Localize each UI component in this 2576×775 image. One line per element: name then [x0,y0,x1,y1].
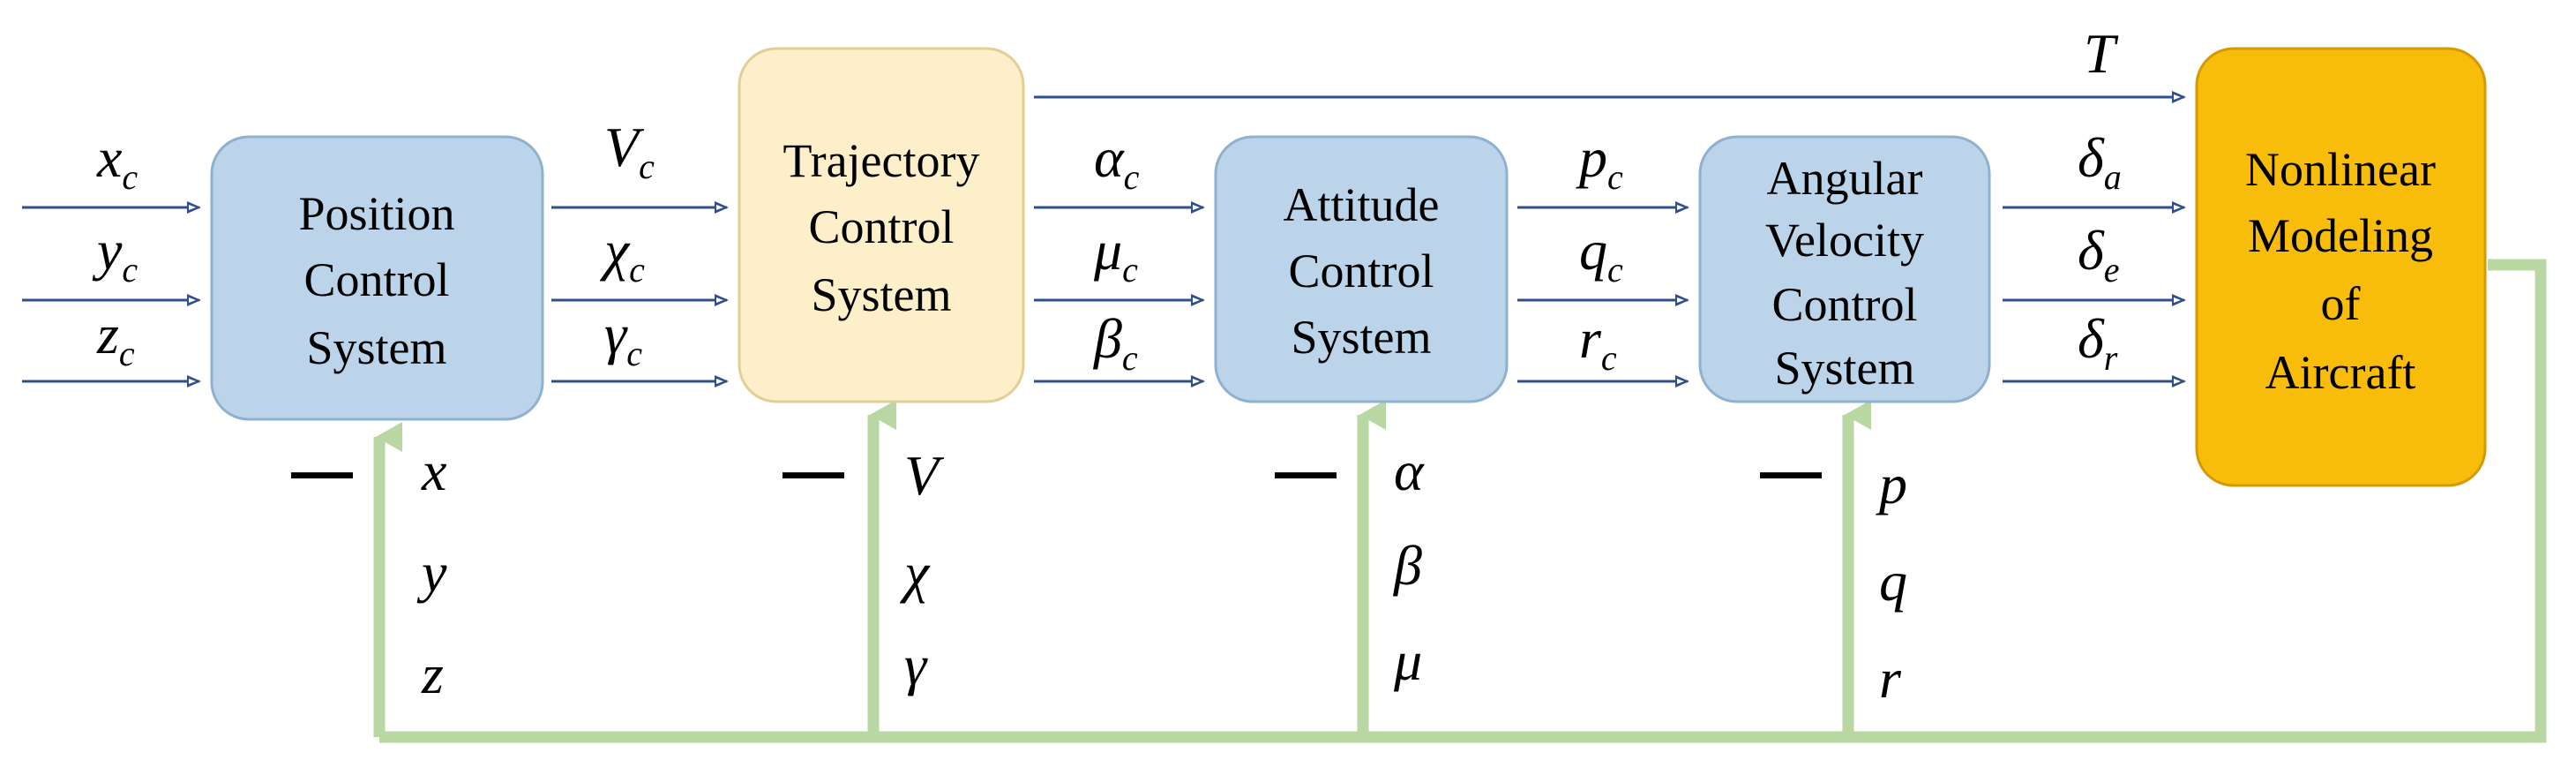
label-delta-e: δe [2078,219,2120,290]
block-angular-velocity-control: Angular Velocity Control System [1698,135,1991,403]
minus-sign-trajectory: — [783,436,844,505]
feedback-label-p: p [1876,453,1907,515]
label-betac: βc [1092,307,1138,378]
label-gammac: γc [604,303,642,373]
summing-minus-signs: — — — — [291,436,1822,505]
label-pc: pc [1576,126,1623,197]
block-aircraft-line-3: of [2321,277,2361,330]
label-alphac: αc [1094,126,1140,197]
feedback-label-v: V [904,444,945,507]
feedback-label-x: x [421,440,446,502]
label-delta-r: δr [2078,307,2118,378]
label-muc: μc [1093,219,1138,290]
block-position-line-3: System [306,321,446,374]
feedback-main-line [379,259,2547,743]
block-aircraft-line-4: Aircraft [2265,346,2416,399]
block-angular-line-2: Velocity [1765,214,1924,267]
label-xc: xc [96,126,138,197]
block-angular-line-4: System [1774,342,1914,395]
feedback-labels: x y z V χ γ α β μ p q r [416,440,1907,710]
feedback-label-beta: β [1392,534,1422,597]
feedback-label-q: q [1879,550,1907,613]
feedback-label-alpha: α [1394,440,1425,502]
feedback-loop [373,259,2547,743]
block-position-line-1: Position [298,187,454,240]
feedback-label-gamma: γ [904,634,928,696]
block-aircraft-model: Nonlinear Modeling of Aircraft [2195,47,2487,487]
block-trajectory-line-2: Control [808,200,954,253]
minus-sign-attitude: — [1275,436,1337,505]
block-angular-line-1: Angular [1767,152,1923,205]
block-attitude-control: Attitude Control System [1214,135,1509,403]
label-rc: rc [1579,307,1617,378]
block-position-control: Position Control System [210,135,544,421]
label-delta-a: δa [2078,126,2122,197]
label-zc: zc [96,303,135,373]
feedback-label-chi: χ [899,541,931,604]
block-attitude-line-2: Control [1288,245,1434,297]
signal-arrows [22,91,2186,388]
minus-sign-position: — [291,436,353,505]
block-angular-line-3: Control [1771,278,1917,331]
label-thrust: T [2084,22,2119,85]
block-trajectory-control: Trajectory Control System [738,47,1025,403]
label-yc: yc [92,219,138,290]
label-vc: Vc [604,116,655,186]
minus-sign-angular: — [1760,436,1822,505]
label-chic: χc [599,219,645,290]
block-position-line-2: Control [303,253,449,306]
signal-labels: xc yc zc Vc χc γc αc μc βc pc qc rc δa δ… [92,22,2122,378]
block-attitude-line-1: Attitude [1284,178,1440,231]
block-trajectory-line-3: System [811,268,951,321]
block-trajectory-line-1: Trajectory [783,134,980,187]
feedback-label-z: z [421,643,444,705]
feedback-label-r: r [1879,647,1902,710]
label-qc: qc [1579,219,1623,290]
feedback-label-y: y [416,541,447,604]
block-aircraft-line-2: Modeling [2248,209,2433,262]
block-attitude-line-3: System [1291,311,1431,364]
block-aircraft-line-1: Nonlinear [2245,143,2436,196]
feedback-label-mu: μ [1393,629,1422,692]
